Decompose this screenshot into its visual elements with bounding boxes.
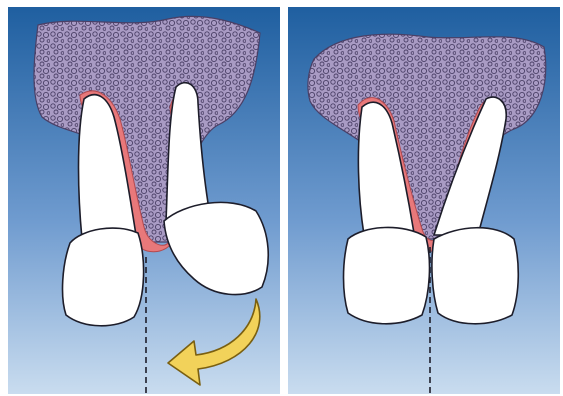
after-illustration <box>288 7 560 394</box>
before-illustration <box>8 7 280 394</box>
left-tooth-crown <box>63 228 144 326</box>
left-tooth-crown <box>344 227 430 323</box>
right-tooth-crown <box>432 228 518 324</box>
after-panel <box>288 7 560 394</box>
before-panel <box>8 7 280 394</box>
